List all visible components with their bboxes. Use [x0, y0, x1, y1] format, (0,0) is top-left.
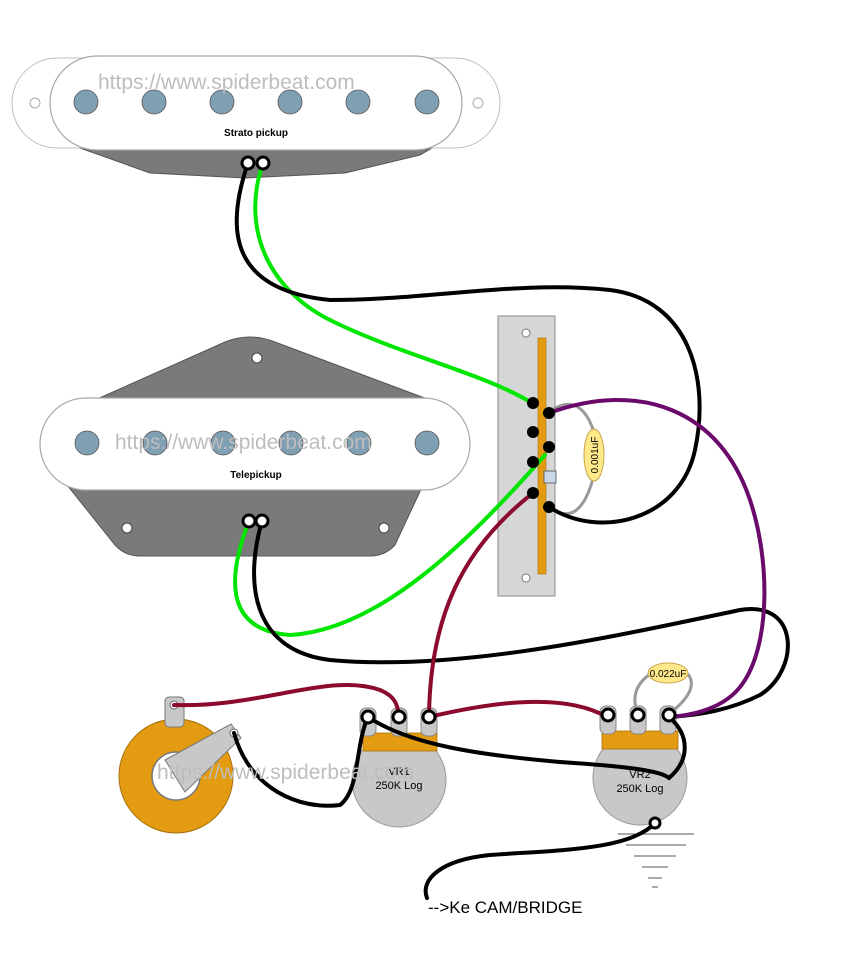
- switch-lug: [527, 426, 539, 438]
- tone-pot-vr2: 0.022uF VR2 250K Log: [592, 662, 693, 826]
- tele-pickup-label: Telepickup: [230, 470, 282, 481]
- jack-ground-wire: [232, 715, 370, 808]
- strato-pickup-label: Strato pickup: [224, 128, 288, 139]
- three-way-switch: 0.001uF: [497, 315, 605, 597]
- tele-pole-pieces: [74, 430, 440, 456]
- vol-to-tone-wire: [427, 699, 609, 719]
- bridge-ground-wire: [423, 821, 657, 900]
- vr1-name: VR1: [388, 766, 409, 778]
- watermark: https://www.spiderbeat.com: [98, 71, 355, 94]
- output-jack: [118, 696, 242, 834]
- jack-sleeve-lug: [164, 723, 242, 793]
- tone-ground-jumper: [667, 715, 687, 780]
- vr2-lug-3-terminal: [661, 707, 677, 723]
- pole-piece: [209, 89, 235, 115]
- pole-piece: [345, 89, 371, 115]
- switch-cap-label: 0.001uF: [590, 437, 601, 474]
- jack-hot-wire: [172, 682, 401, 719]
- tele-pickup-cover: [39, 397, 471, 491]
- strato-pole-pieces: [73, 89, 440, 115]
- vr2-lug-1-terminal: [600, 707, 616, 723]
- watermark: https://www.spiderbeat.com: [115, 431, 372, 454]
- pole-piece: [277, 89, 303, 115]
- switch-lug: [527, 397, 539, 409]
- vr1-value: 250K Log: [375, 780, 422, 792]
- output-label: -->Ke CAM/BRIDGE: [428, 898, 582, 917]
- mounting-hole: [378, 522, 390, 534]
- pole-piece: [141, 89, 167, 115]
- mounting-hole: [121, 522, 133, 534]
- switch-lug: [543, 441, 555, 453]
- pole-piece: [414, 430, 440, 456]
- pole-piece: [414, 89, 440, 115]
- vr1-lug-3-terminal: [421, 709, 437, 725]
- mounting-hole: [472, 97, 484, 109]
- ground-symbol: [618, 833, 694, 888]
- tele-ground-terminal: [254, 513, 270, 529]
- switch-mounting-hole: [521, 573, 531, 583]
- switch-to-vol-wire: [427, 491, 535, 719]
- vr2-lug-2-terminal: [630, 707, 646, 723]
- tele-hot-wire: [233, 453, 547, 638]
- switch-capacitor: [583, 428, 605, 482]
- strat-ground-terminal: [240, 155, 256, 171]
- pole-piece: [346, 430, 372, 456]
- strato-pickup-cover: [49, 55, 463, 151]
- switch-lug: [527, 456, 539, 468]
- terminals: [240, 155, 677, 830]
- wires: [172, 161, 790, 900]
- switch-lug: [527, 487, 539, 499]
- pole-piece: [74, 430, 100, 456]
- strato-pickup: Strato pickup: [11, 55, 501, 179]
- mounting-hole: [29, 97, 41, 109]
- switch-lug: [543, 501, 555, 513]
- strat-hot-wire: [253, 161, 537, 407]
- tele-pickup: Telepickup: [39, 336, 471, 557]
- switch-blade: [543, 470, 557, 484]
- ground-terminal: [648, 816, 662, 830]
- pole-piece: [278, 430, 304, 456]
- vr1-lug-2-terminal: [391, 709, 407, 725]
- vr1-lug-1-terminal: [360, 709, 376, 725]
- tone-capacitor: [647, 662, 689, 684]
- tone-cap-label: 0.022uF: [650, 669, 687, 680]
- mounting-hole: [251, 352, 263, 364]
- pole-piece: [210, 430, 236, 456]
- strat-ground-wire: [234, 161, 702, 525]
- switch-mounting-hole: [521, 328, 531, 338]
- pole-piece: [142, 430, 168, 456]
- watermark: https://www.spiderbeat.com: [157, 761, 414, 784]
- tele-ground-wire: [252, 519, 790, 719]
- pot-ground-wire: [366, 715, 671, 780]
- switch-lug: [543, 407, 555, 419]
- tele-hot-terminal: [241, 513, 257, 529]
- tone-wire: [547, 398, 767, 719]
- pole-piece: [73, 89, 99, 115]
- strat-hot-terminal: [255, 155, 271, 171]
- vr2-value: 250K Log: [616, 783, 663, 795]
